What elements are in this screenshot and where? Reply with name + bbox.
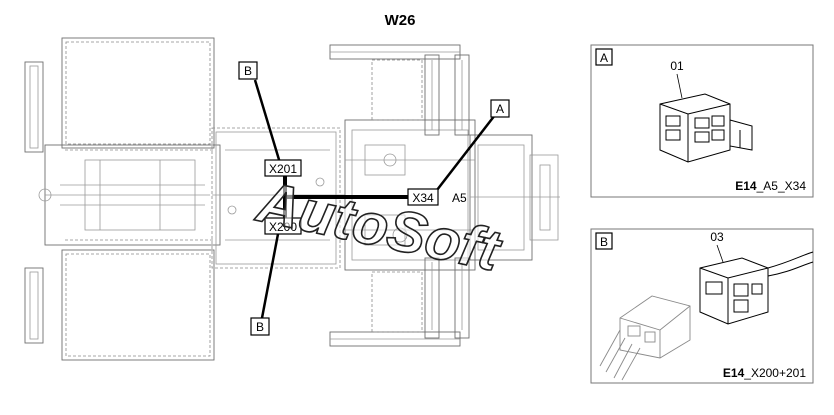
connector-a5-x34-drawing [659, 93, 753, 163]
panel-a-part-number: 01 [670, 59, 684, 73]
callout-b-top-label: B [244, 64, 252, 78]
machine-top-view [24, 37, 560, 361]
connector-x200-x201-female-drawing [699, 257, 769, 325]
callout-a-label: A [496, 102, 504, 116]
panel-a-caption-suffix: _A5_X34 [756, 179, 807, 193]
watermark-text: AutoSoft [250, 169, 508, 284]
panel-a-tag: A [600, 51, 608, 65]
rear-tab-top [24, 61, 44, 153]
panel-b-tag: B [600, 235, 608, 249]
module-a5-label: A5 [452, 191, 467, 205]
panel-a-caption-prefix: E14 [735, 179, 757, 193]
callout-b-bottom-label: B [256, 320, 264, 334]
panel-a-caption: E14_A5_X34 [735, 179, 806, 193]
leader-a [436, 114, 496, 191]
panel-b-part-number: 03 [710, 230, 724, 244]
callout-b-top: B [238, 61, 258, 80]
detail-panel-b: B 03 E14_X200+201 [590, 228, 814, 384]
leader-b-top [253, 79, 282, 164]
connector-x201-label: X201 [269, 162, 297, 176]
wiring-harness [253, 79, 496, 319]
panel-b-caption-prefix: E14 [723, 366, 745, 380]
callout-a: A [490, 99, 510, 118]
connector-x200-label: X200 [269, 220, 297, 234]
detail-panel-a: A 01 E14_A5_X34 [590, 44, 814, 198]
connector-x200-x201-male-drawing [599, 295, 691, 381]
rear-tyre-bottom [61, 249, 215, 361]
connector-x201: X201 [264, 159, 302, 177]
connector-x34: X34 [407, 188, 439, 206]
front-axle [469, 134, 533, 261]
panel-b-caption-suffix: _X200+201 [743, 366, 806, 380]
panel-b-caption: E14_X200+201 [723, 366, 806, 380]
connector-x200: X200 [264, 217, 302, 235]
connector-x34-label: X34 [412, 191, 434, 205]
rear-tyre-top [61, 37, 215, 149]
callout-b-bottom: B [250, 317, 270, 336]
diagram-title: W26 [385, 12, 416, 29]
rear-tab-bottom [24, 267, 44, 344]
leader-b-bottom [260, 233, 280, 319]
